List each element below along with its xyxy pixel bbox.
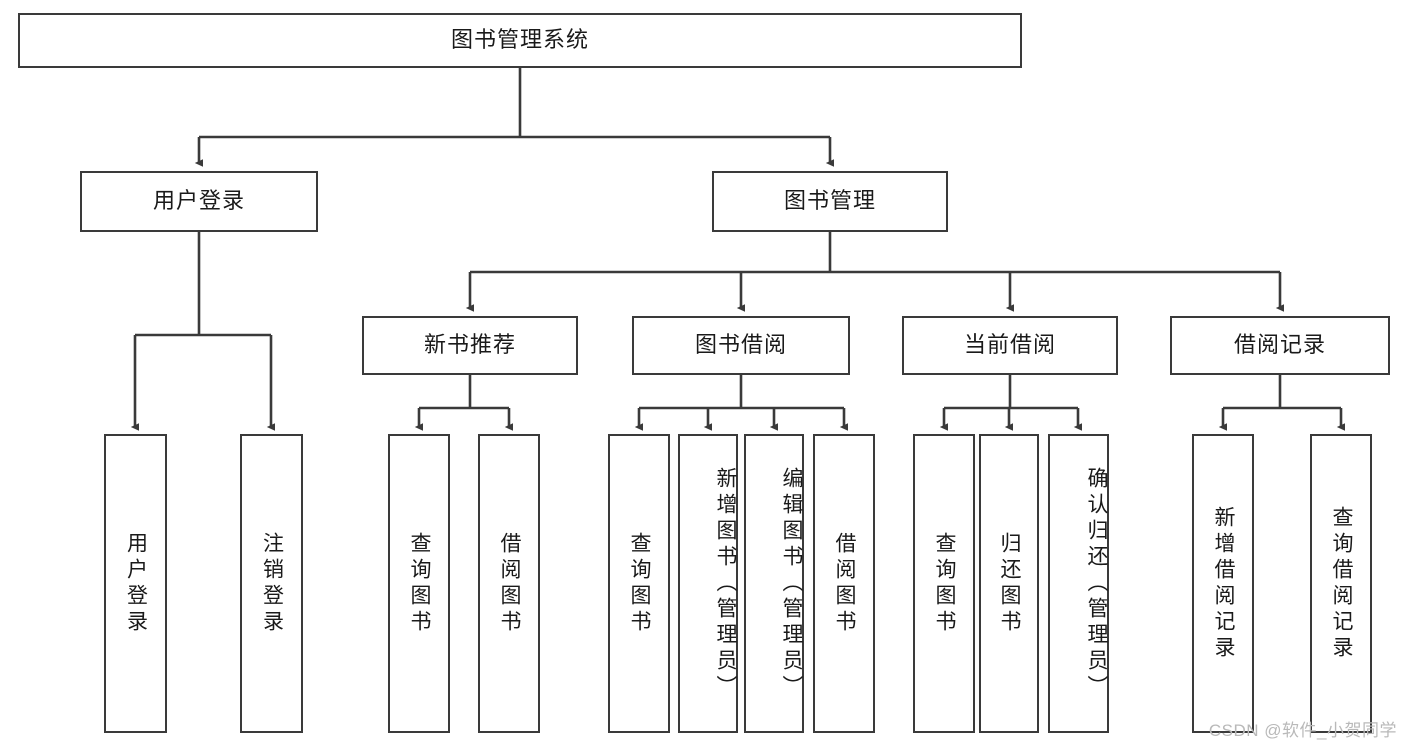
node-user-login[interactable]: 用户登录: [80, 171, 318, 232]
leaf-record-query-record[interactable]: 查询借阅记录: [1310, 434, 1372, 733]
leaf-current-confirm-return-admin[interactable]: 确认归还（管理员）: [1048, 434, 1109, 733]
leaf-borrow-query-book[interactable]: 查询图书: [608, 434, 670, 733]
node-book-borrow[interactable]: 图书借阅: [632, 316, 850, 375]
leaf-user-login-logout[interactable]: 注销登录: [240, 434, 303, 733]
node-current-borrow[interactable]: 当前借阅: [902, 316, 1118, 375]
leaf-current-query-book[interactable]: 查询图书: [913, 434, 975, 733]
leaf-record-add-record[interactable]: 新增借阅记录: [1192, 434, 1254, 733]
node-book-management[interactable]: 图书管理: [712, 171, 948, 232]
node-borrow-record[interactable]: 借阅记录: [1170, 316, 1390, 375]
leaf-borrow-add-book-admin[interactable]: 新增图书（管理员）: [678, 434, 738, 733]
leaf-borrow-edit-book-admin[interactable]: 编辑图书（管理员）: [744, 434, 804, 733]
leaf-current-return-book[interactable]: 归还图书: [979, 434, 1039, 733]
node-root-system[interactable]: 图书管理系统: [18, 13, 1022, 68]
node-new-book-recommend[interactable]: 新书推荐: [362, 316, 578, 375]
leaf-user-login-login[interactable]: 用户登录: [104, 434, 167, 733]
leaf-recommend-borrow-book[interactable]: 借阅图书: [478, 434, 540, 733]
leaf-borrow-borrow-book[interactable]: 借阅图书: [813, 434, 875, 733]
leaf-recommend-query-book[interactable]: 查询图书: [388, 434, 450, 733]
watermark-text: CSDN @软件_小贺同学: [1208, 721, 1397, 740]
